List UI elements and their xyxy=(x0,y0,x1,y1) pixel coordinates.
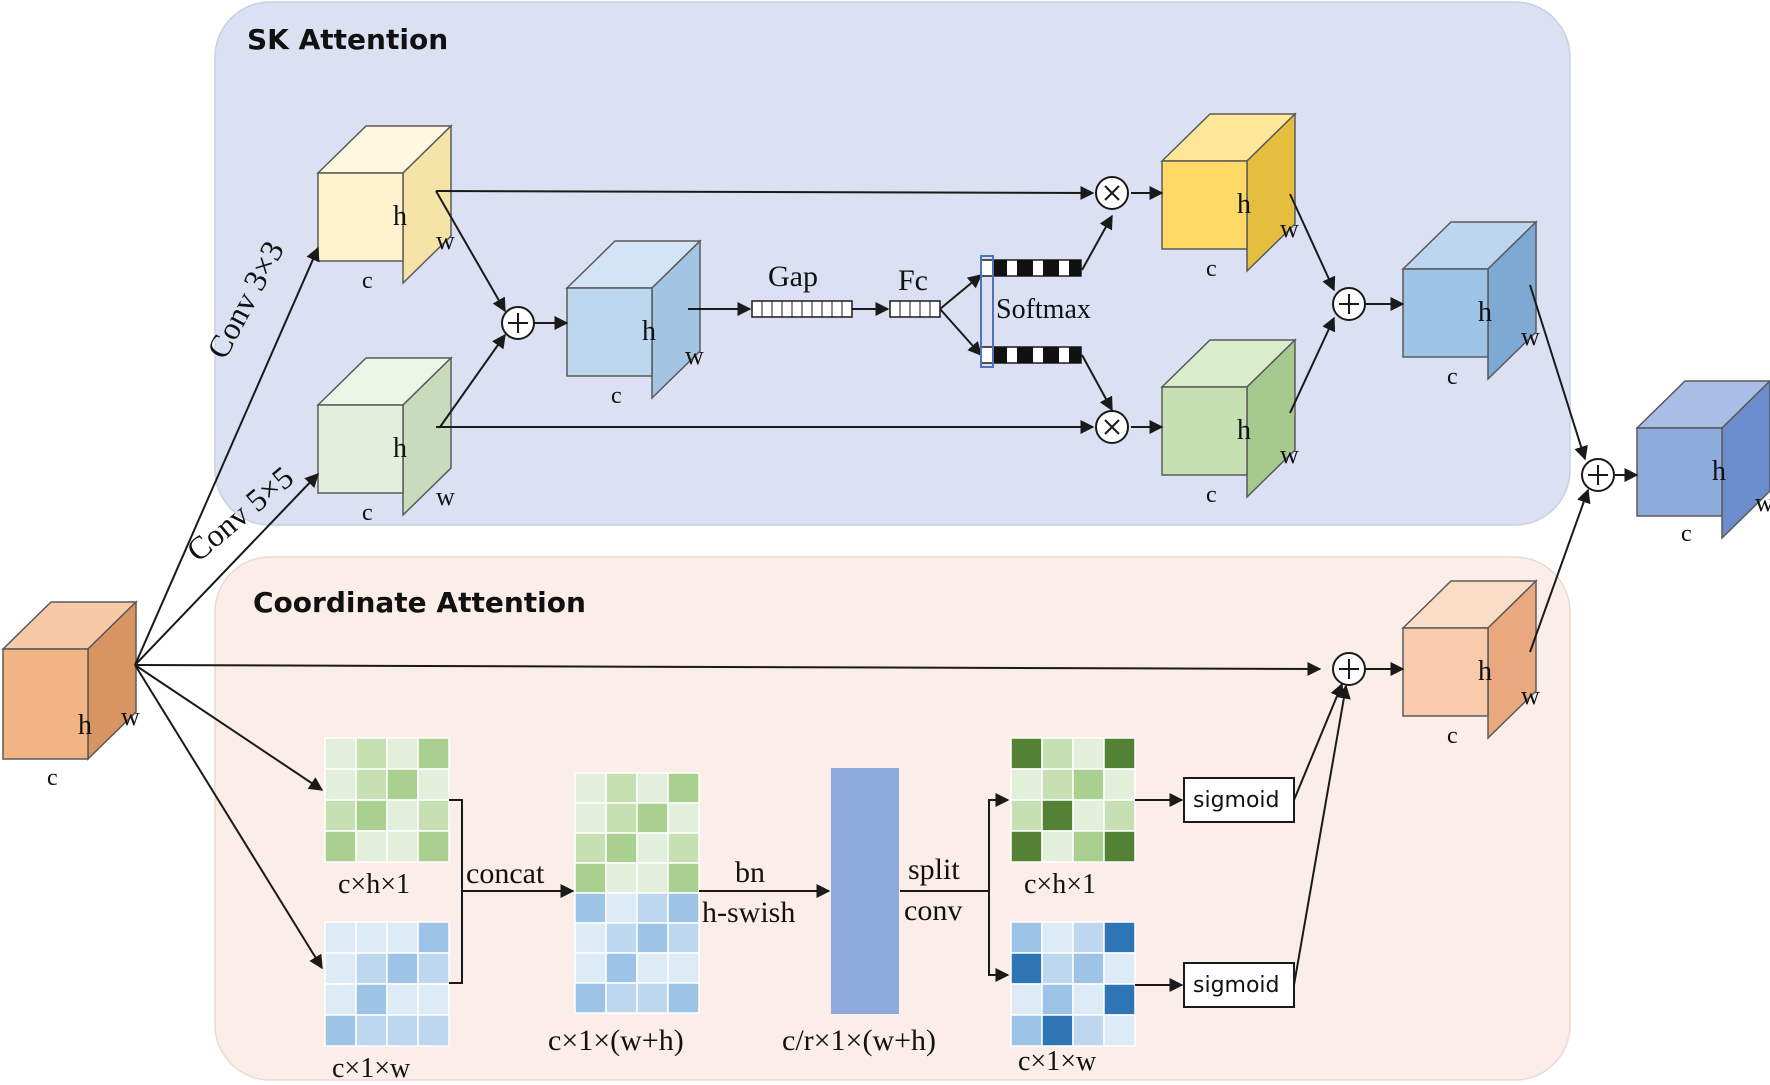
gap-label: Gap xyxy=(768,260,818,293)
svg-text:sigmoid: sigmoid xyxy=(1193,788,1280,813)
svg-text:h: h xyxy=(1478,656,1492,687)
h-pool-heatmap xyxy=(324,737,450,863)
svg-text:h: h xyxy=(393,433,407,464)
arrow-input-to-hpool xyxy=(134,664,324,791)
svg-text:c: c xyxy=(611,383,622,409)
sk-output-cube: h w c xyxy=(1401,220,1540,390)
conv-label: conv xyxy=(904,894,962,927)
gap-vector xyxy=(751,300,853,318)
svg-text:w: w xyxy=(436,482,455,511)
bn-label: bn xyxy=(735,856,765,889)
svg-text:sigmoid: sigmoid xyxy=(1193,973,1280,998)
svg-text:w: w xyxy=(1755,488,1770,517)
svg-text:h: h xyxy=(642,316,656,347)
selected-5x5-cube: h w c xyxy=(1160,338,1299,508)
sum-operator-sk-output xyxy=(1332,287,1366,321)
sk-attention-title: SK Attention xyxy=(247,23,448,56)
svg-text:c: c xyxy=(362,268,373,294)
svg-text:h: h xyxy=(78,710,92,741)
svg-text:c: c xyxy=(1447,364,1458,390)
hswish-label: h-swish xyxy=(702,896,795,929)
w-pool-heatmap xyxy=(324,921,450,1047)
reduced-feature-bar xyxy=(831,768,899,1014)
final-output-cube: h w c xyxy=(1635,379,1770,547)
arrow-input-to-residual xyxy=(134,661,1322,676)
svg-text:w: w xyxy=(1280,440,1299,469)
sum-operator-sk-input xyxy=(501,306,535,340)
svg-text:h: h xyxy=(1712,456,1726,487)
w-attention-heatmap xyxy=(1010,921,1136,1047)
cx1xw-label-left: c×1×w xyxy=(332,1053,411,1084)
multiply-operator-bottom xyxy=(1095,410,1129,444)
sigmoid-box-bottom: sigmoid xyxy=(1183,962,1295,1008)
fc-vector xyxy=(889,300,941,318)
svg-text:w: w xyxy=(1521,322,1540,351)
ca-output-cube: h w c xyxy=(1401,579,1540,749)
selected-3x3-cube: h w c xyxy=(1160,112,1299,282)
svg-text:c: c xyxy=(47,765,58,791)
h-attention-heatmap xyxy=(1010,737,1136,863)
conv5x5-feature-cube: h w c xyxy=(316,356,455,526)
softmax-attention-vectors xyxy=(980,255,1082,368)
sigmoid-box-top: sigmoid xyxy=(1183,777,1295,823)
sum-operator-ca-output xyxy=(1332,652,1366,686)
crx1xwh-label: c/r×1×(w+h) xyxy=(782,1024,936,1057)
conv3x3-feature-cube: h w c xyxy=(316,124,455,294)
sum-operator-final xyxy=(1581,458,1615,492)
split-label: split xyxy=(908,853,960,886)
concat-heatmap xyxy=(574,772,700,1014)
svg-text:h: h xyxy=(1237,189,1251,220)
svg-text:h: h xyxy=(1478,297,1492,328)
fc-label: Fc xyxy=(898,264,928,297)
arrow-input-to-wpool xyxy=(134,664,323,970)
fused-feature-cube: h w c xyxy=(565,239,704,409)
svg-text:c: c xyxy=(1206,482,1217,508)
softmax-label: Softmax xyxy=(996,294,1091,325)
svg-text:c: c xyxy=(1681,521,1692,547)
svg-text:h: h xyxy=(393,201,407,232)
coordinate-attention-title: Coordinate Attention xyxy=(253,586,586,619)
input-cube: h w c xyxy=(1,600,140,791)
svg-text:c: c xyxy=(1206,256,1217,282)
cx1xw-label-right: c×1×w xyxy=(1018,1046,1097,1077)
chx1-label-left: c×h×1 xyxy=(338,869,410,900)
multiply-operator-top xyxy=(1095,176,1129,210)
svg-text:c: c xyxy=(362,500,373,526)
svg-text:w: w xyxy=(1521,681,1540,710)
svg-text:c: c xyxy=(1447,723,1458,749)
arrow-input-to-conv5 xyxy=(134,472,319,666)
chx1-label-right: c×h×1 xyxy=(1024,869,1096,900)
concat-label: concat xyxy=(466,857,545,890)
cx1xwh-label: c×1×(w+h) xyxy=(548,1024,684,1057)
svg-text:w: w xyxy=(436,226,455,255)
arrow-input-to-conv3 xyxy=(134,246,320,666)
svg-text:w: w xyxy=(685,341,704,370)
svg-text:w: w xyxy=(1280,214,1299,243)
svg-text:w: w xyxy=(121,702,140,731)
svg-text:h: h xyxy=(1237,415,1251,446)
